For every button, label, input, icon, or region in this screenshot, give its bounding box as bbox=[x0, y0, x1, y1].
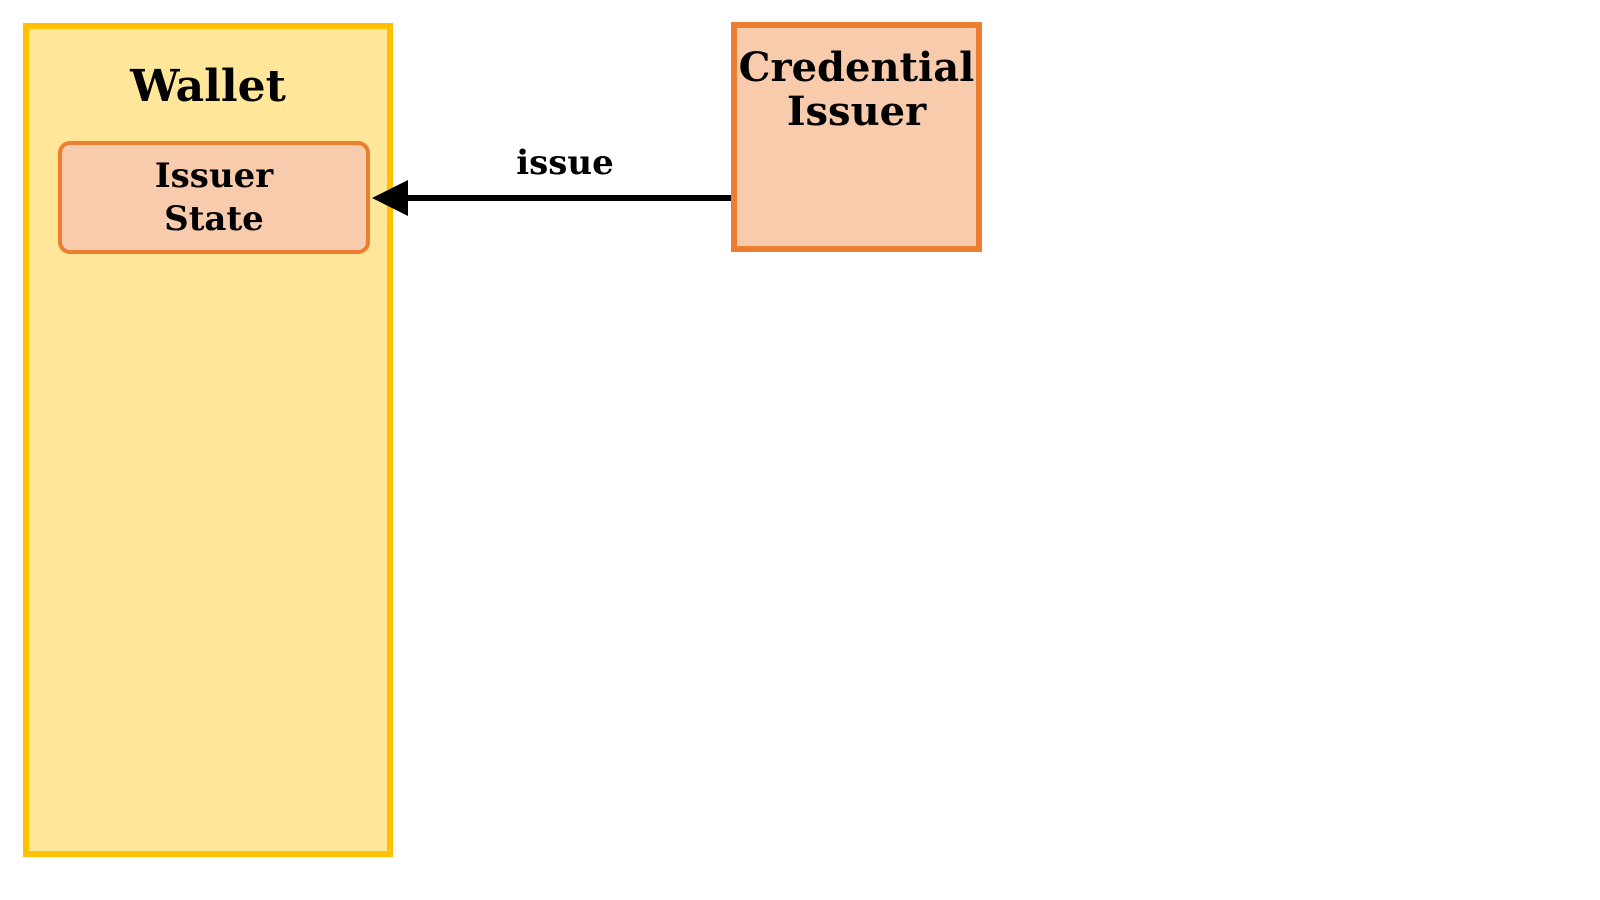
credential-issuer-line-1: Credential bbox=[738, 44, 975, 91]
issuer-state-line-1: Issuer bbox=[154, 155, 274, 196]
issuer-state-line-2: State bbox=[164, 198, 264, 239]
issuer-state-node: Issuer State bbox=[58, 141, 370, 254]
credential-issuer-node: Credential Issuer bbox=[731, 22, 982, 252]
credential-issuer-line-2: Issuer bbox=[786, 88, 927, 135]
issue-arrowhead bbox=[372, 180, 408, 216]
issue-edge-label: issue bbox=[516, 143, 614, 183]
wallet-container: Wallet Issuer State bbox=[23, 23, 393, 857]
wallet-title: Wallet bbox=[130, 61, 286, 112]
